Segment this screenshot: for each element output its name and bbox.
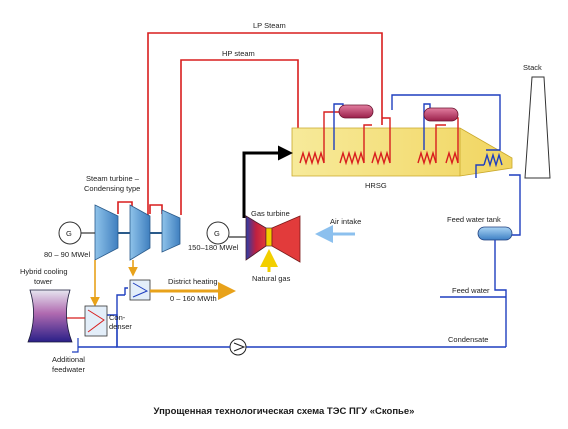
district-heating-power: 0 – 160 MWth: [170, 294, 217, 303]
generator-2: [206, 221, 230, 245]
stack-label: Stack: [523, 63, 542, 72]
gas-turbine: [229, 215, 301, 263]
condenser-label-line1: Con-: [109, 313, 126, 322]
extraction-line: [90, 260, 138, 307]
condenser-label-line2: denser: [109, 322, 132, 331]
generator-2-symbol: G: [214, 229, 220, 238]
lp-steam-label: LP Steam: [253, 21, 286, 30]
hp-drum: [423, 107, 459, 122]
generator-1-power: 80 – 90 MWel: [44, 250, 90, 259]
district-heating-label: District heating: [168, 277, 218, 286]
condensate-pump: [229, 338, 247, 356]
feedwater-tank: [477, 226, 513, 241]
generator-2-power: 150–180 MWel: [188, 243, 239, 252]
hrsg-unit: [291, 127, 513, 177]
exhaust-gas-line: [242, 145, 293, 218]
steam-turbine-label-line1: Steam turbine –: [86, 174, 140, 183]
additional-feedwater-line: [72, 338, 79, 353]
additional-feedwater-label-line1: Additional: [52, 355, 85, 364]
feed-water-label: Feed water: [452, 286, 490, 295]
district-heating-return: [116, 287, 128, 347]
condensate-label: Condensate: [448, 335, 488, 344]
feedwater-tank-label: Feed water tank: [447, 215, 501, 224]
lp-drum: [338, 104, 374, 119]
hybrid-cooling-tower: [27, 289, 73, 343]
natural-gas-label: Natural gas: [252, 274, 291, 283]
air-intake-label: Air intake: [330, 217, 361, 226]
gas-turbine-label: Gas turbine: [251, 209, 290, 218]
generator-1-symbol: G: [66, 229, 72, 238]
district-heat-exchanger: [129, 279, 151, 301]
steam-turbine-label-line2: Condensing type: [84, 184, 140, 193]
hp-steam-label: HP steam: [222, 49, 255, 58]
hrsg-label: HRSG: [365, 181, 387, 190]
stack: [524, 76, 551, 179]
hp-steam-line: [180, 59, 299, 215]
generator-1: [58, 221, 82, 245]
diagram-caption: Упрощенная технологическая схема ТЭС ПГУ…: [153, 406, 415, 417]
lp-steam-line: [147, 32, 383, 215]
additional-feedwater-label-line2: feedwater: [52, 365, 85, 374]
condenser: [84, 305, 108, 337]
hybrid-cooling-label-line2: tower: [34, 277, 53, 286]
hybrid-cooling-label-line1: Hybrid cooling: [20, 267, 68, 276]
feedwater-lines: [245, 174, 521, 348]
steam-turbine: [81, 204, 181, 261]
hrsg-coils: [299, 150, 503, 168]
